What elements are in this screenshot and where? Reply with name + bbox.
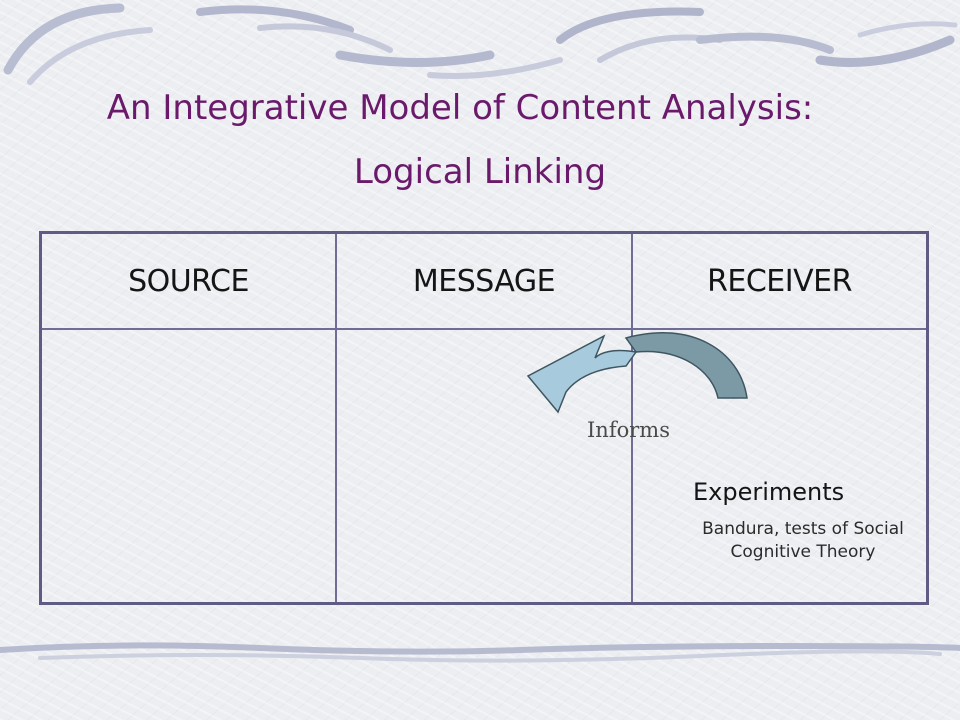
column-divider: [335, 234, 337, 602]
linking-table: SOURCE MESSAGE RECEIVER: [39, 231, 929, 605]
header-divider: [42, 328, 926, 330]
header-message: MESSAGE: [412, 264, 556, 299]
bottom-decorative-swirl: [0, 642, 960, 663]
header-source: SOURCE: [128, 264, 249, 299]
receiver-cell-description: Bandura, tests of Social Cognitive Theor…: [702, 519, 904, 562]
receiver-cell-title: Experiments: [693, 478, 845, 506]
arrow-head: [526, 334, 638, 414]
header-receiver: RECEIVER: [707, 264, 852, 299]
column-divider: [631, 234, 633, 602]
slide-title-line-1: An Integrative Model of Content Analysis…: [106, 88, 814, 128]
top-decorative-swirl: [3, 3, 958, 85]
arrow-back-band: [624, 331, 748, 399]
arrow-label: Informs: [587, 418, 670, 442]
slide-title-line-2: Logical Linking: [353, 152, 607, 192]
